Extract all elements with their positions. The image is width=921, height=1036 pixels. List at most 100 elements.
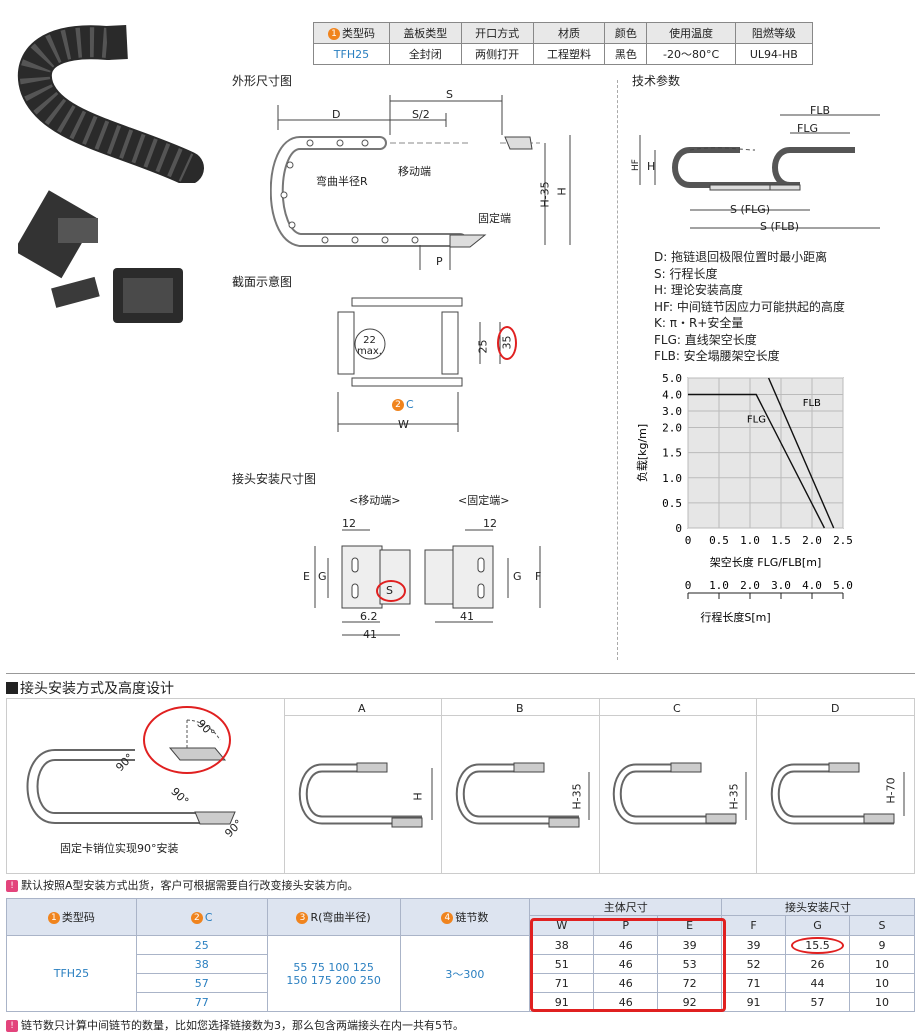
order-cell-g: 57: [785, 992, 851, 1012]
joint-fixed-end: <固定端>: [458, 494, 510, 507]
note-icon: !: [6, 1020, 18, 1032]
joint-label-12b: 12: [483, 517, 497, 530]
marker-1-icon: 1: [327, 28, 340, 40]
table-row: 77 91 46 92 91 57 10: [7, 992, 915, 1012]
order-cell-e: 92: [657, 992, 723, 1012]
marker-2-icon: 2: [392, 399, 404, 411]
order-cell-c: 77: [135, 992, 268, 1012]
outline-label-d: D: [332, 108, 341, 121]
section-drawing: [337, 297, 501, 432]
order-cell-s: 10: [849, 954, 915, 974]
mounting-caption: 固定卡销位实现90°安装: [60, 842, 179, 855]
spec-cell-material: 工程塑料: [532, 43, 606, 65]
product-photo-chain: [12, 18, 212, 185]
highlight-box-body: [530, 918, 726, 1012]
outline-label-bend: 弯曲半径R: [316, 175, 368, 188]
variant-label-b: B: [516, 702, 524, 715]
section-divider: [6, 673, 915, 674]
joint-label-62: 6.2: [360, 610, 378, 623]
variant-c-height: H-35: [727, 783, 741, 810]
stroke-axis-label: 4.0: [802, 579, 822, 592]
variant-divider-2: [599, 698, 600, 874]
mounting-main-drawing: [26, 719, 236, 825]
chart-x-tick: 1.5: [771, 534, 791, 547]
order-cell-c: 25: [135, 935, 268, 955]
outline-label-s: S: [446, 88, 453, 101]
section-label-35: 35: [500, 335, 514, 350]
chart-series-label-flb: FLB: [803, 398, 821, 409]
order-cell-p: 46: [593, 954, 659, 974]
spec-cell-temp: -20～80°C: [646, 43, 736, 65]
order-cell-g: 15.5: [785, 935, 851, 955]
mounting-panel: [6, 698, 915, 874]
order-sub-g: G: [785, 915, 851, 936]
variant-a-height: H: [411, 792, 425, 801]
legend-k: K: π・R+安全量: [654, 316, 744, 330]
order-header-joint: 接头安装尺寸: [721, 898, 915, 916]
chart-y-tick: 4.0: [662, 389, 682, 402]
chart-y-tick: 3.0: [662, 405, 682, 418]
mounting-divider: [284, 698, 285, 874]
stroke-axis-label: 3.0: [771, 579, 791, 592]
section-label-w: W: [398, 418, 409, 431]
spec-header-open: 开口方式: [460, 22, 534, 44]
chart-x-tick: 0: [685, 534, 692, 547]
tech-legend: D: 拖链退回极限位置时最小距离 S: 行程长度 H: 理论安装高度 HF: 中…: [654, 249, 845, 365]
joint-label-g2: G: [513, 570, 522, 583]
tech-drawing: [639, 114, 880, 229]
mounting-section-title: 接头安装方式及高度设计: [6, 678, 174, 698]
outline-label-h: H: [555, 187, 569, 196]
outline-label-h35: H-35: [538, 181, 552, 208]
spec-header-flame: 阻燃等级: [734, 22, 814, 44]
legend-hf: HF: 中间链节因应力可能拱起的高度: [654, 299, 845, 314]
outline-title: 外形尺寸图: [232, 74, 293, 88]
variant-b-height: H-35: [570, 783, 584, 810]
stroke-axis-label: 0: [685, 579, 692, 592]
variant-label-a: A: [358, 702, 366, 715]
stroke-axis-title: 行程长度S[m]: [700, 610, 770, 624]
joint-label-f: F: [535, 570, 542, 583]
order-sub-f: F: [721, 915, 787, 936]
section-label-25: 25: [476, 339, 490, 354]
outline-label-p: P: [436, 255, 443, 268]
tech-label-flb: FLB: [810, 104, 831, 117]
outline-label-fixed-end: 固定端: [478, 212, 511, 225]
legend-flb: FLB: 安全塌腰架空长度: [654, 349, 780, 363]
joint-label-g: G: [318, 570, 327, 583]
spec-cell-open: 两侧打开: [460, 43, 534, 65]
chart-x-tick: 2.5: [833, 534, 853, 547]
tech-title: 技术参数: [632, 74, 681, 88]
spec-header-material: 材质: [532, 22, 606, 44]
tech-label-sflg: S (FLG): [730, 203, 771, 216]
note-1: !默认按照A型安装方式出货，客户可根据需要自行改变接头安装方向。: [6, 877, 359, 893]
divider-vertical: [617, 80, 618, 660]
order-cell-links: 3～300: [399, 935, 531, 1012]
order-cell-c: 38: [135, 954, 268, 974]
legend-d: D: 拖链退回极限位置时最小距离: [654, 250, 828, 264]
chart-y-tick: 1.5: [662, 447, 682, 460]
tech-label-flg: FLG: [797, 122, 818, 135]
spec-cell-type: TFH25: [313, 43, 390, 65]
spec-header-color: 颜色: [604, 22, 648, 44]
square-bullet-icon: [6, 682, 18, 694]
joint-move-end: <移动端>: [349, 494, 401, 507]
chart-x-tick: 0.5: [709, 534, 729, 547]
chart-y-tick: 2.0: [662, 422, 682, 435]
order-header-body: 主体尺寸: [529, 898, 723, 916]
order-cell-f: 71: [721, 973, 787, 993]
chart-series-flg: [688, 393, 826, 529]
outline-drawing: [270, 95, 571, 270]
legend-s: S: 行程长度: [654, 266, 718, 281]
outline-label-s2: S/2: [412, 108, 430, 121]
note-2: !链节数只计算中间链节的数量，比如您选择链接数为3，那么包含两端接头在内一共有5…: [6, 1017, 464, 1033]
legend-h: H: 理论安装高度: [654, 283, 743, 297]
